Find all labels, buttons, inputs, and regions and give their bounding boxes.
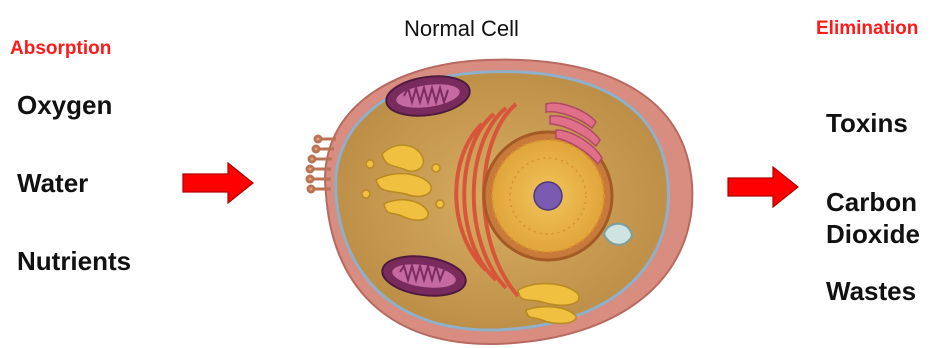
diagram-title: Normal Cell (404, 16, 519, 42)
absorption-item-nutrients: Nutrients (17, 246, 131, 276)
absorption-item-water: Water (17, 168, 88, 198)
cell-illustration (296, 44, 700, 346)
elimination-item-wastes: Wastes (826, 276, 916, 306)
absorption-item-oxygen: Oxygen (17, 90, 112, 120)
nucleolus (534, 182, 562, 210)
elimination-heading: Elimination (816, 18, 918, 40)
elimination-item-carbon: Carbon (826, 187, 917, 217)
absorption-arrow-icon (182, 162, 254, 204)
absorption-heading: Absorption (10, 38, 111, 60)
elimination-arrow-icon (727, 166, 799, 208)
vesicle (604, 224, 632, 245)
elimination-item-dioxide: Dioxide (826, 219, 920, 249)
elimination-item-toxins: Toxins (826, 108, 908, 138)
